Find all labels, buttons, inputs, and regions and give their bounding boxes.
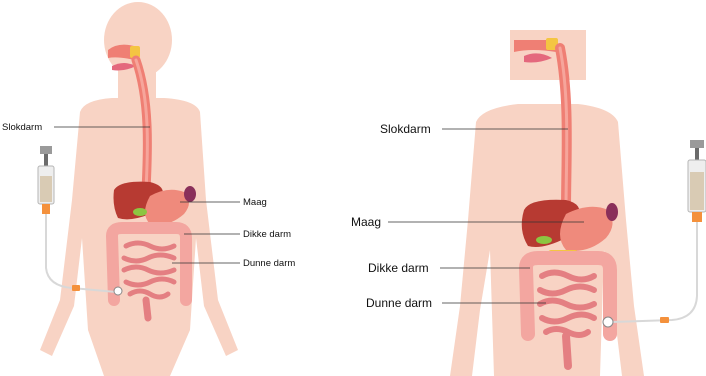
- spleen-left: [184, 186, 196, 202]
- label-large-intestine-left: Dikke darm: [243, 229, 291, 240]
- figure-right: Slokdarm Maag Dikke darm Dunne darm: [351, 30, 706, 376]
- stoma-button-right: [603, 317, 613, 327]
- label-small-intestine-left: Dunne darm: [243, 258, 295, 269]
- label-esophagus-right: Slokdarm: [380, 122, 431, 136]
- tube-connector-right: [660, 317, 669, 323]
- label-stomach-left: Maag: [243, 197, 267, 208]
- label-stomach-right: Maag: [351, 215, 381, 229]
- spleen-right: [606, 203, 618, 221]
- rectum-right: [566, 336, 568, 366]
- syringe-left: [38, 146, 54, 214]
- label-esophagus-left: Slokdarm: [2, 122, 42, 133]
- stoma-button-left: [114, 287, 122, 295]
- syringe-right: [688, 140, 706, 222]
- label-large-intestine-right: Dikke darm: [368, 261, 429, 275]
- tube-connector-left: [72, 285, 80, 291]
- rectum-left: [146, 300, 148, 318]
- figure-left: Slokdarm Maag Dikke darm Dunne darm: [2, 2, 295, 376]
- gallbladder-left: [133, 208, 147, 216]
- label-small-intestine-right: Dunne darm: [366, 296, 432, 310]
- gallbladder-right: [536, 236, 552, 244]
